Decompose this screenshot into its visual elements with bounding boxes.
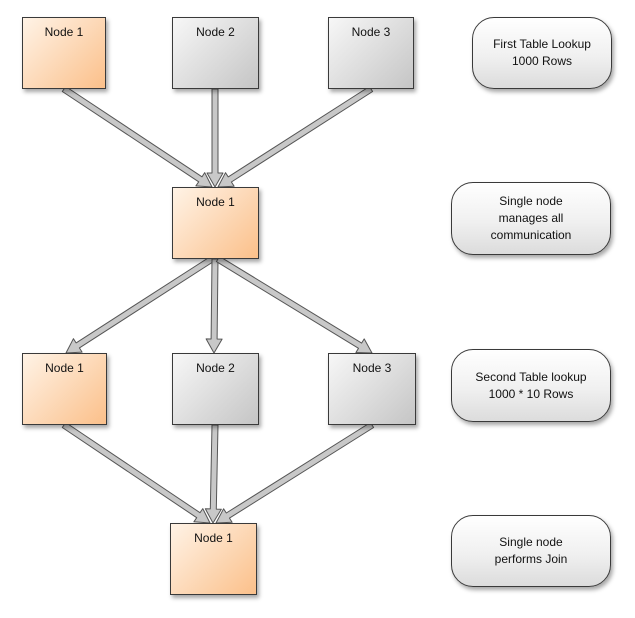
note-second-table-lookup[interactable]: Second Table lookup 1000 * 10 Rows bbox=[451, 349, 611, 422]
node-mid-1[interactable]: Node 1 bbox=[22, 353, 107, 425]
arrow-top2-to-coordinator bbox=[206, 88, 224, 188]
note-single-node-join[interactable]: Single node performs Join bbox=[451, 515, 611, 587]
note-single-node-communication[interactable]: Single node manages all communication bbox=[451, 182, 611, 255]
node-join[interactable]: Node 1 bbox=[170, 523, 257, 595]
node-top-1[interactable]: Node 1 bbox=[22, 17, 106, 89]
note-second-lookup-line-1: Second Table lookup bbox=[475, 369, 587, 384]
arrow-top1-to-coordinator bbox=[61, 86, 213, 188]
arrow-top3-to-coordinator bbox=[217, 86, 374, 188]
note-join-line-2: performs Join bbox=[494, 552, 568, 566]
node-mid-2[interactable]: Node 2 bbox=[172, 353, 259, 425]
node-coordinator[interactable]: Node 1 bbox=[172, 187, 259, 259]
arrow-coordinator-to-mid1 bbox=[65, 256, 215, 354]
note-first-lookup-line-1: First Table Lookup bbox=[493, 37, 591, 51]
note-comm-line-1: Single node bbox=[499, 194, 563, 208]
node-mid-3[interactable]: Node 3 bbox=[328, 353, 416, 425]
arrow-mid2-to-join bbox=[204, 424, 222, 524]
arrow-coordinator-to-mid2 bbox=[205, 258, 223, 354]
note-join-line-1: Single node bbox=[499, 535, 563, 549]
arrow-mid3-to-join bbox=[215, 422, 375, 524]
note-first-lookup-line-2: 1000 Rows bbox=[511, 54, 573, 68]
node-top-3[interactable]: Node 3 bbox=[328, 17, 414, 89]
node-top-2[interactable]: Node 2 bbox=[172, 17, 259, 89]
arrow-mid1-to-join bbox=[61, 422, 211, 524]
note-first-table-lookup[interactable]: First Table Lookup 1000 Rows bbox=[472, 17, 612, 89]
note-comm-line-2: manages all bbox=[498, 211, 564, 225]
note-comm-line-3: communication bbox=[490, 228, 572, 242]
arrow-coordinator-to-mid3 bbox=[215, 255, 373, 354]
note-second-lookup-line-2: 1000 * 10 Rows bbox=[488, 386, 574, 401]
